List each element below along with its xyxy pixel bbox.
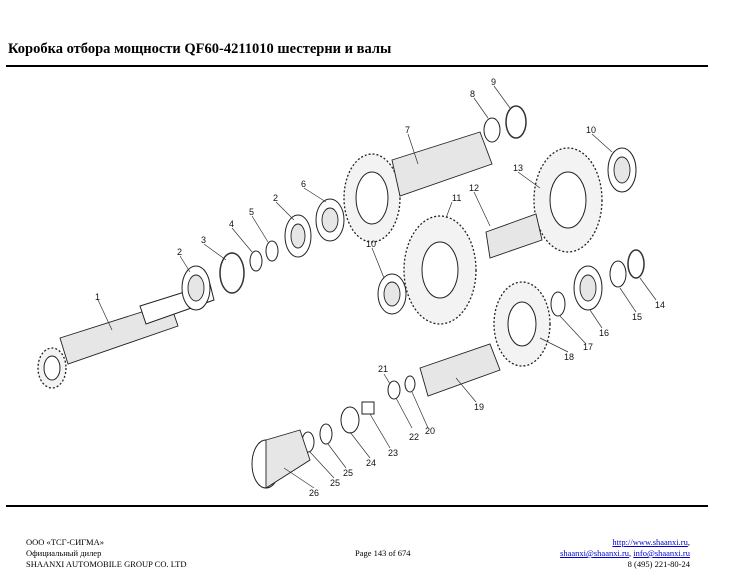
label-12: 12: [469, 183, 479, 193]
label-2: 2: [177, 247, 182, 257]
label-26: 26: [309, 488, 319, 498]
label-3: 3: [201, 235, 206, 245]
bolt-23: [361, 401, 375, 415]
label-11: 11: [452, 193, 461, 203]
bearing-16: [573, 265, 603, 311]
shaft-19: [419, 343, 501, 397]
label-4: 4: [229, 219, 234, 229]
label-20: 20: [425, 426, 435, 436]
gear-shaft-7: [343, 131, 493, 243]
part-number-labels: 1 2 3 4 5 2 6 7 8 9 10 13 12 11 10 17 16…: [95, 77, 665, 498]
label-14: 14: [655, 300, 665, 310]
page-title: Коробка отбора мощности QF60-4211010 шес…: [8, 41, 392, 57]
email-link-shaanxi[interactable]: shaanxi@shaanxi.ru: [560, 548, 630, 558]
group-name: SHAANXI AUTOMOBILE GROUP CO. LTD: [26, 559, 187, 569]
website-suffix: ,: [687, 537, 690, 547]
bearing-2b: [284, 214, 312, 258]
label-23: 23: [388, 448, 398, 458]
washer-20: [404, 375, 416, 393]
header-rule: [6, 65, 708, 67]
bearing-10a: [607, 147, 637, 193]
label-24: 24: [366, 458, 376, 468]
label-25b: 25: [330, 478, 340, 488]
label-8: 8: [470, 89, 475, 99]
label-10a: 10: [586, 125, 596, 135]
email-separator: ,: [629, 548, 634, 558]
bearing-10b: [377, 273, 407, 315]
leader-lines: [97, 85, 657, 489]
ring-25a: [319, 423, 333, 445]
label-21: 21: [378, 364, 388, 374]
label-15: 15: [632, 312, 642, 322]
nut-22: [387, 380, 401, 400]
gear-18: [493, 281, 551, 367]
company-name: ООО «ТСГ-СИГМА»: [26, 537, 104, 547]
ring-15: [609, 260, 627, 288]
snap-ring-9: [505, 105, 527, 139]
snap-ring-14: [627, 249, 645, 279]
bearing-6: [315, 198, 345, 242]
page-number: Page 143 of 674: [355, 548, 411, 558]
footer-rule: [6, 505, 708, 507]
bearing-24: [340, 406, 360, 434]
email-link-info[interactable]: info@shaanxi.ru: [633, 548, 690, 558]
dealer-text: Официальный дилер: [26, 548, 102, 558]
shaft-12: [485, 213, 543, 259]
label-16: 16: [599, 328, 609, 338]
label-13: 13: [513, 163, 523, 173]
bearing-2: [181, 265, 211, 311]
exploded-parts-drawing: 1 2 3 4 5 2 6 7 8 9 10 13 12 11 10 17 16…: [37, 77, 665, 498]
phone-number: 8 (495) 221-80-24: [627, 559, 690, 569]
gear-11: [403, 215, 477, 325]
label-19: 19: [474, 402, 484, 412]
ring-4: [249, 250, 263, 272]
label-18: 18: [564, 352, 574, 362]
label-7: 7: [405, 125, 410, 135]
label-2b: 2: [273, 193, 278, 203]
label-6: 6: [301, 179, 306, 189]
website-link[interactable]: http://www.shaanxi.ru: [612, 537, 688, 547]
footer-contacts-block: http://www.shaanxi.ru, shaanxi@shaanxi.r…: [560, 537, 690, 570]
ring-8: [483, 117, 501, 143]
ring-17: [550, 291, 566, 317]
gear-13: [533, 147, 603, 253]
label-9: 9: [491, 77, 496, 87]
ring-5: [265, 240, 279, 262]
footer-company-block: ООО «ТСГ-СИГМА» Официальный дилер SHAANX…: [26, 537, 187, 570]
label-5: 5: [249, 207, 254, 217]
label-25a: 25: [343, 468, 353, 478]
label-22: 22: [409, 432, 419, 442]
label-1: 1: [95, 292, 100, 302]
snap-ring-3: [219, 252, 245, 294]
label-10b: 10: [366, 239, 376, 249]
label-17: 17: [583, 342, 593, 352]
flange-26: [251, 429, 311, 489]
